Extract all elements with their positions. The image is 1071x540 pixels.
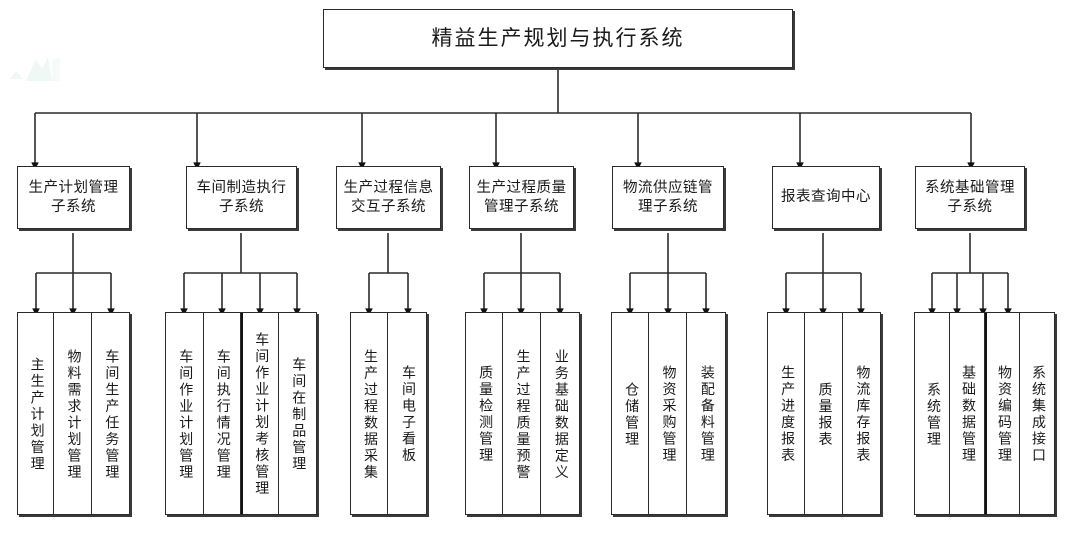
leaf-box[interactable]: 物料需求计划管理 xyxy=(54,313,92,514)
leaf-group-process-info-interaction: 生产过程数据采集 车间电子看板 xyxy=(350,312,427,515)
leaf-label: 生产过程质量预警 xyxy=(514,348,530,481)
leaf-label: 基础数据管理 xyxy=(960,365,975,464)
leaf-label: 车间电子看板 xyxy=(400,365,416,464)
leaf-box[interactable]: 质量报表 xyxy=(805,313,843,514)
leaf-label: 主生产计划管理 xyxy=(28,356,44,473)
leaf-box[interactable]: 装配备料管理 xyxy=(687,313,725,514)
subsystem-label-line2: 交互子系统 xyxy=(351,198,426,215)
subsystem-box-production-planning[interactable]: 生产计划管理 子系统 xyxy=(17,166,130,229)
leaf-label: 车间执行情况管理 xyxy=(214,348,230,481)
leaf-label: 车间作业计划管理 xyxy=(177,348,193,481)
root-system-box: 精益生产规划与执行系统 xyxy=(323,9,793,68)
leaf-group-process-quality-management: 质量检测管理 生产过程质量预警 业务基础数据定义 xyxy=(465,312,580,515)
leaf-label: 生产进度报表 xyxy=(779,365,795,464)
subsystem-label-line2: 子系统 xyxy=(219,198,264,215)
leaf-box[interactable]: 车间作业计划管理 xyxy=(166,313,204,514)
subsystem-box-system-foundation-management[interactable]: 系统基础管理 子系统 xyxy=(915,166,1025,229)
leaf-group-report-query-center: 生产进度报表 质量报表 物流库存报表 xyxy=(767,312,881,515)
leaf-box[interactable]: 物资采购管理 xyxy=(649,313,687,514)
subsystem-label-line2: 理子系统 xyxy=(638,198,698,215)
leaf-label: 系统集成接口 xyxy=(1030,365,1045,464)
leaf-group-logistics-supply-chain: 仓储管理 物资采购管理 装配备料管理 xyxy=(611,312,726,515)
subsystem-label-line2: 子系统 xyxy=(947,198,993,215)
leaf-label: 车间在制品管理 xyxy=(290,356,306,473)
subsystem-label-line1: 物流供应链管 xyxy=(623,179,713,196)
leaf-label: 物流库存报表 xyxy=(854,365,870,464)
subsystem-box-logistics-supply-chain[interactable]: 物流供应链管 理子系统 xyxy=(612,166,724,229)
leaf-label: 仓储管理 xyxy=(623,381,639,448)
leaf-group-system-foundation-management: 系统管理 基础数据管理 物资编码管理 系统集成接口 xyxy=(914,312,1055,515)
subsystem-label-line1: 车间制造执行 xyxy=(196,179,287,196)
leaf-label: 业务基础数据定义 xyxy=(552,348,568,481)
subsystem-label-line1: 生产过程质量 xyxy=(476,179,567,196)
page-title: 精益生产规划与执行系统 xyxy=(431,25,685,50)
leaf-box[interactable]: 车间执行情况管理 xyxy=(204,313,241,514)
leaf-box[interactable]: 生产过程质量预警 xyxy=(503,313,541,514)
subsystem-box-process-info-interaction[interactable]: 生产过程信息 交互子系统 xyxy=(336,166,441,229)
subsystem-box-report-query-center[interactable]: 报表查询中心 xyxy=(772,166,880,229)
leaf-box[interactable]: 车间生产任务管理 xyxy=(92,313,129,514)
leaf-label: 生产过程数据采集 xyxy=(362,348,378,481)
leaf-label: 物料需求计划管理 xyxy=(65,348,81,481)
subsystem-label-line2: 子系统 xyxy=(51,198,96,215)
leaf-box[interactable]: 车间作业计划考核管理 xyxy=(241,313,279,514)
leaf-box[interactable]: 生产过程数据采集 xyxy=(351,313,389,514)
leaf-box[interactable]: 系统管理 xyxy=(915,313,950,514)
leaf-label: 物资编码管理 xyxy=(996,365,1011,464)
leaf-box[interactable]: 仓储管理 xyxy=(612,313,650,514)
leaf-label: 物资采购管理 xyxy=(660,365,676,464)
leaf-label: 系统管理 xyxy=(925,381,940,448)
leaf-box[interactable]: 生产进度报表 xyxy=(768,313,806,514)
subsystem-box-process-quality-management[interactable]: 生产过程质量 管理子系统 xyxy=(469,166,574,229)
leaf-box[interactable]: 车间电子看板 xyxy=(388,313,426,514)
leaf-box[interactable]: 车间在制品管理 xyxy=(279,313,316,514)
leaf-label: 装配备料管理 xyxy=(698,365,714,464)
subsystem-label-line2: 管理子系统 xyxy=(484,198,559,215)
leaf-box[interactable]: 质量检测管理 xyxy=(466,313,504,514)
mountain-watermark-icon xyxy=(10,57,60,81)
leaf-label: 车间生产任务管理 xyxy=(103,348,119,481)
leaf-label: 车间作业计划考核管理 xyxy=(253,332,269,497)
leaf-label: 质量报表 xyxy=(816,381,832,448)
subsystem-label-line1: 生产计划管理 xyxy=(28,179,119,196)
subsystem-label-line1: 生产过程信息 xyxy=(343,179,434,196)
leaf-box[interactable]: 物流库存报表 xyxy=(843,313,880,514)
leaf-group-production-planning: 主生产计划管理 物料需求计划管理 车间生产任务管理 xyxy=(17,312,130,515)
leaf-box[interactable]: 系统集成接口 xyxy=(1020,313,1054,514)
subsystem-label-line1: 报表查询中心 xyxy=(781,189,871,206)
leaf-box[interactable]: 物资编码管理 xyxy=(985,313,1020,514)
leaf-group-workshop-manufacturing-execution: 车间作业计划管理 车间执行情况管理 车间作业计划考核管理 车间在制品管理 xyxy=(165,312,317,515)
subsystem-label-line1: 系统基础管理 xyxy=(925,179,1015,196)
subsystem-box-workshop-manufacturing-execution[interactable]: 车间制造执行 子系统 xyxy=(186,166,297,229)
leaf-label: 质量检测管理 xyxy=(477,365,493,464)
leaf-box[interactable]: 主生产计划管理 xyxy=(18,313,55,514)
leaf-box[interactable]: 业务基础数据定义 xyxy=(541,313,579,514)
leaf-box[interactable]: 基础数据管理 xyxy=(950,313,985,514)
